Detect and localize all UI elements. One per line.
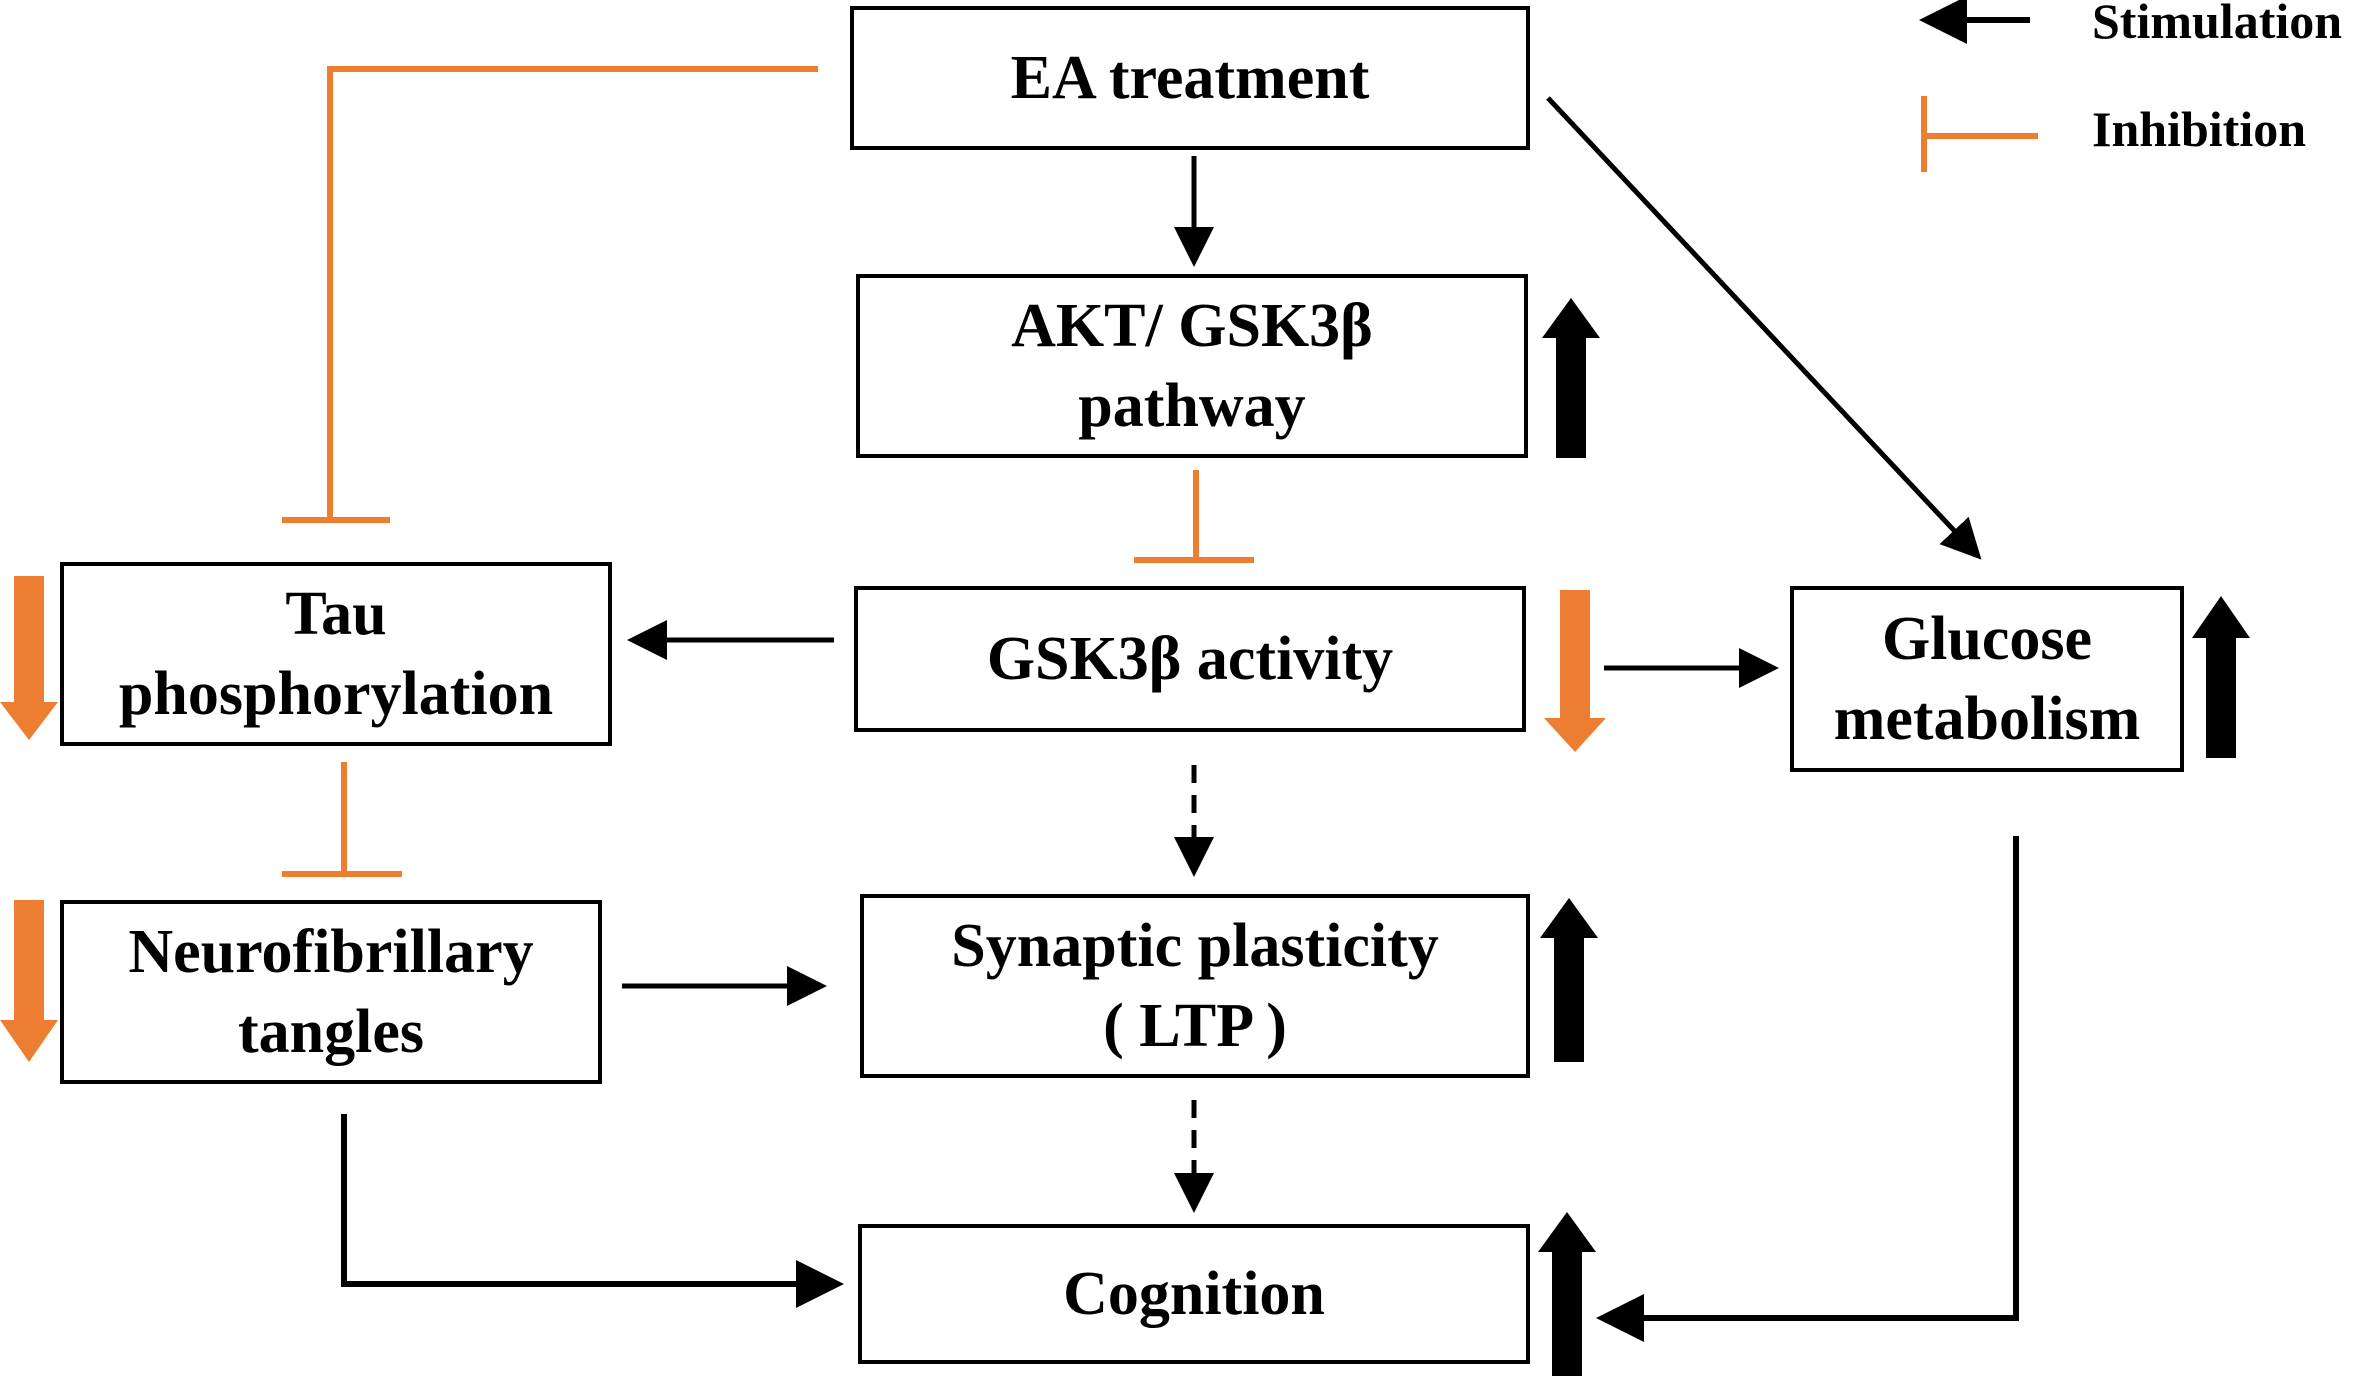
tau-down-arrow: [0, 576, 58, 740]
edge-ea-stimulates-glucose: [1546, 96, 1982, 560]
node-gsk3b-activity-line-1: GSK3β activity: [986, 625, 1394, 693]
node-synaptic-plasticity: Synaptic plasticity ( LTP ): [860, 894, 1530, 1078]
glucose-up-arrow: [2192, 596, 2250, 758]
node-tau-line-1: Tau: [285, 580, 387, 648]
node-cognition-line-1: Cognition: [1063, 1260, 1325, 1328]
node-akt-pathway-line-2: pathway: [1078, 372, 1306, 440]
gsk3b-down-arrow: [1544, 590, 1606, 752]
node-glucose-line-1: Glucose: [1881, 605, 2093, 673]
node-tangles-line-2: tangles: [238, 998, 424, 1066]
node-akt-pathway: AKT/ GSK3β pathway: [856, 274, 1528, 458]
node-gsk3b-activity: GSK3β activity: [854, 586, 1526, 732]
edge-ea-inhibits-tau: [327, 66, 818, 520]
node-tau-phosphorylation: Tau phosphorylation: [60, 562, 612, 746]
edge-tangles-stimulates-cognition: [341, 1114, 844, 1308]
node-synaptic-line-1: Synaptic plasticity: [951, 912, 1439, 980]
akt-up-arrow: [1542, 298, 1600, 458]
node-ea-treatment: EA treatment: [850, 6, 1530, 150]
cognition-up-arrow: [1538, 1212, 1596, 1376]
edge-glucose-stimulates-cognition: [1596, 836, 2019, 1342]
synaptic-up-arrow: [1540, 898, 1598, 1062]
legend-inhibition-label: Inhibition: [2092, 101, 2307, 157]
legend-stimulation-label: Stimulation: [2092, 0, 2343, 49]
node-tangles-line-1: Neurofibrillary: [128, 918, 534, 986]
node-glucose-metabolism: Glucose metabolism: [1790, 586, 2184, 772]
node-tau-line-2: phosphorylation: [118, 660, 554, 728]
node-synaptic-line-2: ( LTP ): [1103, 992, 1287, 1060]
node-akt-pathway-line-1: AKT/ GSK3β: [1011, 292, 1373, 360]
node-ea-treatment-line-1: EA treatment: [1010, 44, 1370, 112]
node-neurofibrillary-tangles: Neurofibrillary tangles: [60, 900, 602, 1084]
tangles-down-arrow: [0, 900, 58, 1062]
node-cognition: Cognition: [858, 1224, 1530, 1364]
node-glucose-line-2: metabolism: [1833, 685, 2141, 753]
